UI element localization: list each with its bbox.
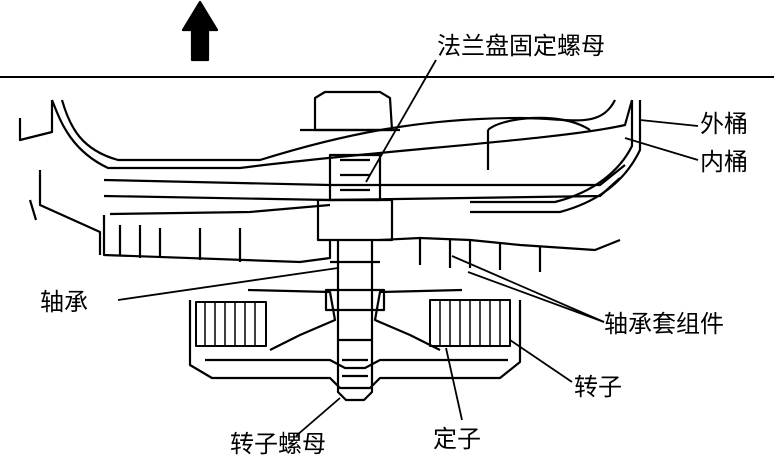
- label-rotor: 转子: [574, 373, 622, 401]
- leader-bearing-sleeve-1: [451, 255, 605, 323]
- leader-inner-tub: [624, 137, 699, 161]
- leader-bearing-sleeve-2: [467, 271, 605, 323]
- label-outer-tub: 外桶: [700, 110, 748, 138]
- bearing-sleeve: [247, 288, 337, 351]
- leader-outer-tub: [639, 119, 699, 127]
- leader-rotor-nut: [295, 397, 341, 437]
- leader-flange-nut: [365, 59, 437, 183]
- rotor-cup: [188, 300, 522, 390]
- label-flange-nut: 法兰盘固定螺母: [437, 32, 605, 60]
- label-bearing: 轴承: [40, 288, 88, 316]
- label-inner-tub: 内桶: [700, 148, 748, 176]
- up-arrow-icon: [181, 0, 219, 62]
- leader-rotor: [509, 339, 573, 383]
- leader-bearing: [117, 267, 339, 301]
- leader-stator: [445, 347, 463, 421]
- label-stator: 定子: [433, 425, 481, 453]
- flange-cap: [313, 90, 394, 132]
- outer-tub-outline: [50, 99, 634, 170]
- rotor-nut: [336, 340, 374, 402]
- label-rotor-nut: 转子螺母: [230, 430, 326, 458]
- label-bearing-sleeve: 轴承套组件: [604, 310, 724, 338]
- flange-plate: [102, 215, 332, 264]
- stator-coil-left: [195, 301, 267, 347]
